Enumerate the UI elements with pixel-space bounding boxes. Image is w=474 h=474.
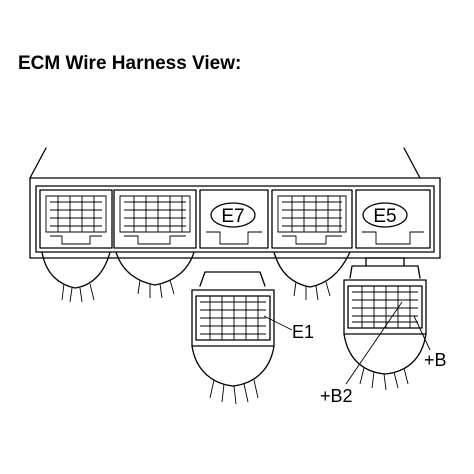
wire-bundle-2 (115, 251, 195, 299)
ecm-connector-slot-e5 (355, 189, 431, 249)
wire-bundle-4 (273, 251, 351, 301)
ecm-housing (29, 147, 441, 259)
svg-text:E5: E5 (373, 206, 396, 227)
harness-connector-e1 (191, 271, 275, 405)
svg-text:+B: +B (424, 350, 447, 370)
diagram-title: ECM Wire Harness View: (18, 53, 242, 74)
ecm-connector-slot-4 (271, 189, 353, 249)
connector-label-e7: E7 (210, 202, 256, 228)
pin-label-b2: +B2 (320, 301, 403, 406)
pin-label-b: +B (413, 315, 447, 370)
harness-connector-b (343, 257, 427, 391)
connector-label-e5: E5 (362, 202, 408, 228)
wire-bundle-1 (41, 251, 111, 303)
svg-text:+B2: +B2 (320, 386, 353, 406)
ecm-connector-slot-1 (39, 189, 113, 249)
ecm-connector-slot-e7 (199, 189, 269, 249)
svg-text:E1: E1 (292, 322, 314, 342)
svg-text:E7: E7 (221, 206, 244, 227)
pin-label-e1: E1 (263, 315, 314, 342)
ecm-connector-slot-2 (113, 189, 197, 249)
